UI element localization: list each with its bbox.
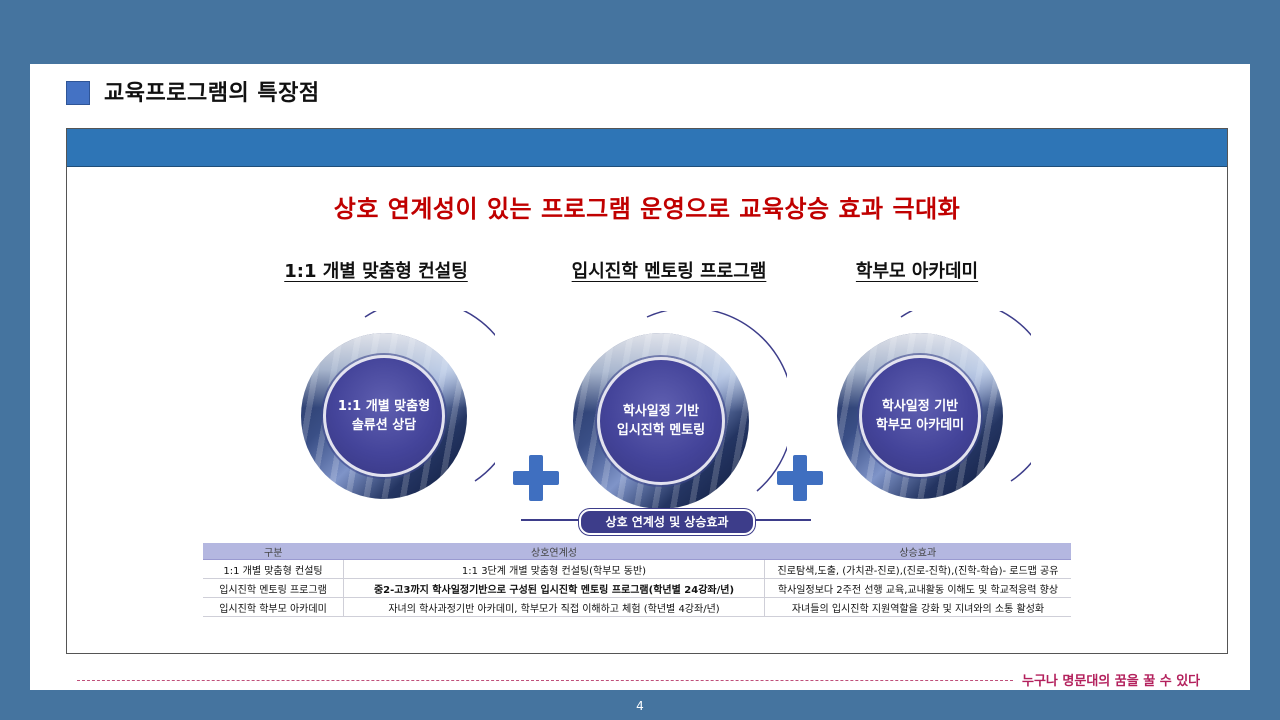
program-title-consulting: 1:1 개별 맞춤형 컨설팅 <box>284 261 468 282</box>
table-row: 1:1 개별 맞춤형 컨설팅 1:1 3단계 개별 맞춤형 컨설팅(학부모 동반… <box>203 559 1071 579</box>
circle-inner: 학사일정 기반 입시진학 멘토링 <box>597 357 725 485</box>
circle-inner: 1:1 개별 맞춤형 솔류션 상담 <box>323 355 445 477</box>
panel-header-bar <box>67 129 1227 167</box>
table-header: 상호연계성 <box>343 543 765 560</box>
table-cell: 1:1 3단계 개별 맞춤형 컨설팅(학부모 동반) <box>343 559 765 579</box>
table-row: 입시진학 학부모 아카데미 자녀의 학사과정기반 아카데미, 학부모가 직접 이… <box>203 597 1071 617</box>
table-header: 구분 <box>203 543 344 560</box>
table-cell: 학사일정보다 2주전 선행 교육,교내활동 이해도 및 학교적응력 향상 <box>764 578 1071 598</box>
circle-text-mentoring: 학사일정 기반 입시진학 멘토링 <box>616 404 706 438</box>
page-number: 4 <box>636 699 644 713</box>
footer-slogan: 누구나 명문대의 꿈을 꿀 수 있다 <box>1022 674 1201 689</box>
content-panel: 상호 연계성이 있는 프로그램 운영으로 교육상승 효과 극대화 1:1 개별 … <box>66 128 1228 654</box>
slide-title: 교육프로그램의 특장점 <box>104 81 320 106</box>
table-header-row: 구분 상호연계성 상승효과 <box>203 543 1071 560</box>
table-cell: 진로탐색,도출, (가치관-진로),(진로-진학),(진학-학습)- 로드맵 공… <box>764 559 1071 579</box>
program-title-academy: 학부모 아카데미 <box>855 261 979 282</box>
summary-table: 구분 상호연계성 상승효과 1:1 개별 맞춤형 컨설팅 1:1 3단계 개별 … <box>203 543 1071 617</box>
slide: 교육프로그램의 특장점 상호 연계성이 있는 프로그램 운영으로 교육상승 효과… <box>30 64 1250 690</box>
table-header: 상승효과 <box>764 543 1071 560</box>
title-square-icon <box>66 81 90 105</box>
program-circle-academy: 학사일정 기반 학부모 아카데미 <box>831 311 1031 519</box>
program-circle-consulting: 1:1 개별 맞춤형 솔류션 상담 <box>295 311 495 519</box>
circle-text-academy: 학사일정 기반 학부모 아카데미 <box>875 399 965 433</box>
table-cell: 입시진학 멘토링 프로그램 <box>203 578 344 598</box>
table-cell: 중2-고3까지 학사일정기반으로 구성된 입시진학 멘토링 프로그램(학년별 2… <box>343 578 765 598</box>
arc-decoration <box>646 311 787 492</box>
plus-icon <box>777 455 823 501</box>
synergy-badge: 상호 연계성 및 상승효과 <box>579 509 755 535</box>
headline: 상호 연계성이 있는 프로그램 운영으로 교육상승 효과 극대화 <box>333 195 961 223</box>
table-cell: 자녀의 학사과정기반 아카데미, 학부모가 직접 이해하고 체험 (학년별 4강… <box>343 597 765 617</box>
footer-divider <box>77 680 1013 681</box>
program-circle-mentoring: 학사일정 기반 입시진학 멘토링 <box>567 311 787 529</box>
table-cell: 입시진학 학부모 아카데미 <box>203 597 344 617</box>
circle-inner: 학사일정 기반 학부모 아카데미 <box>859 355 981 477</box>
circle-text-consulting: 1:1 개별 맞춤형 솔류션 상담 <box>337 399 431 433</box>
table-cell: 자녀들의 입시진학 지원역할을 강화 및 지녀와의 소통 활성화 <box>764 597 1071 617</box>
table-cell: 1:1 개별 맞춤형 컨설팅 <box>203 559 344 579</box>
table-row: 입시진학 멘토링 프로그램 중2-고3까지 학사일정기반으로 구성된 입시진학 … <box>203 578 1071 598</box>
program-title-mentoring: 입시진학 멘토링 프로그램 <box>571 261 767 282</box>
plus-icon <box>513 455 559 501</box>
